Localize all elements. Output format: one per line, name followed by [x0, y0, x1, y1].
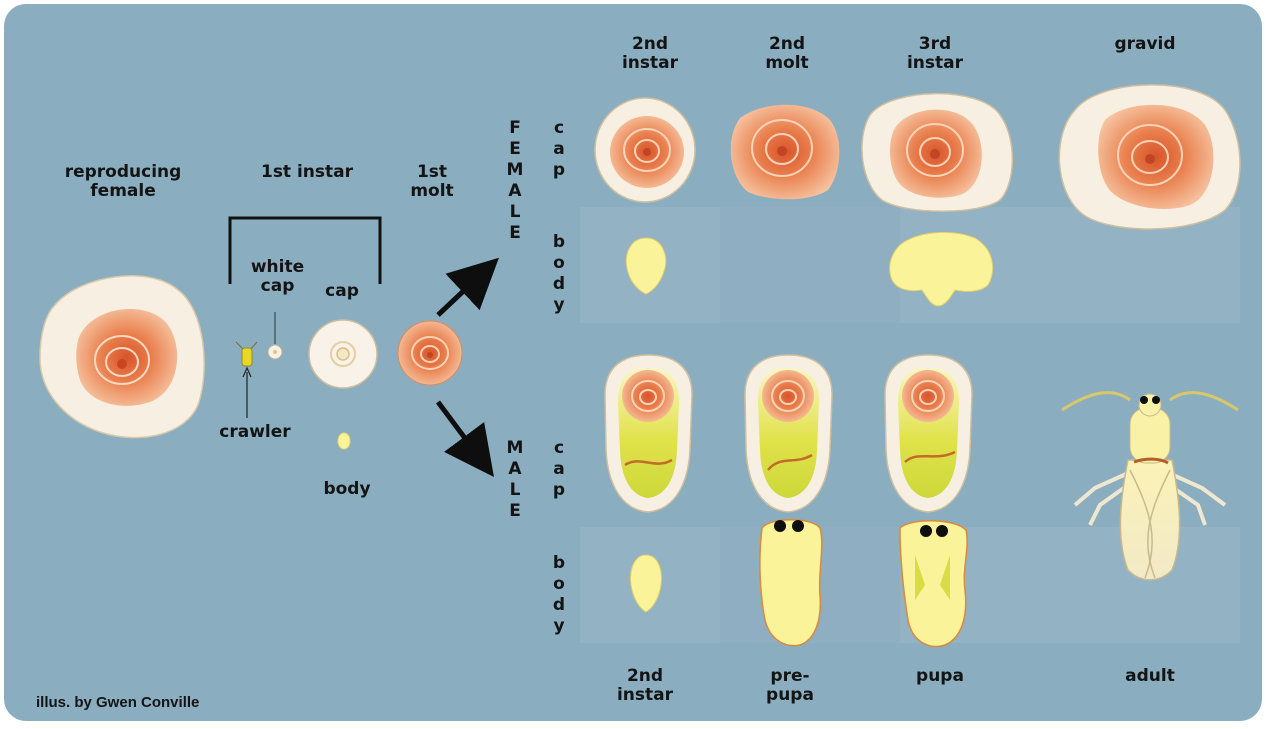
label-crawler: crawler: [205, 423, 305, 442]
male-prepupa-cap: [745, 355, 832, 512]
male-prepupa-body: [760, 520, 822, 646]
footer-2nd-instar: 2nd instar: [600, 667, 690, 705]
footer-prepupa: pre- pupa: [750, 667, 830, 705]
female-body-band-shade: [720, 207, 900, 323]
first-molt-icon: [398, 321, 462, 385]
footer-pupa: pupa: [895, 667, 985, 686]
female-2nd-molt-cap: [731, 105, 840, 200]
female-2nd-instar-cap: [595, 98, 695, 202]
first-instar-cap-icon: [309, 320, 377, 388]
label-body: body: [312, 480, 382, 499]
row-label-female-body: body: [549, 232, 569, 316]
label-white-cap: white cap: [240, 258, 315, 296]
header-3rd-instar: 3rd instar: [890, 35, 980, 73]
first-instar-body-icon: [338, 433, 350, 449]
row-label-female-cap: cap: [549, 118, 569, 181]
header-gravid: gravid: [1090, 35, 1200, 54]
footer-adult: adult: [1100, 667, 1200, 686]
label-cap: cap: [312, 282, 372, 301]
male-pupa-cap: [885, 355, 972, 512]
label-reproducing-female: reproducing female: [38, 163, 208, 201]
row-label-male-body: body: [549, 553, 569, 637]
male-2nd-instar-cap: [605, 355, 692, 512]
row-label-male: MALE: [505, 438, 525, 522]
label-first-instar: 1st instar: [232, 163, 382, 182]
row-label-female: FEMALE: [505, 118, 525, 244]
header-2nd-molt: 2nd molt: [742, 35, 832, 73]
header-2nd-instar: 2nd instar: [605, 35, 695, 73]
gravid-cap: [1059, 85, 1240, 229]
label-first-molt: 1st molt: [402, 163, 462, 201]
row-label-male-cap: cap: [549, 438, 569, 501]
illustration-credit: illus. by Gwen Conville: [36, 694, 199, 711]
male-pupa-body: [900, 521, 967, 647]
female-3rd-instar-cap: [862, 94, 1012, 212]
